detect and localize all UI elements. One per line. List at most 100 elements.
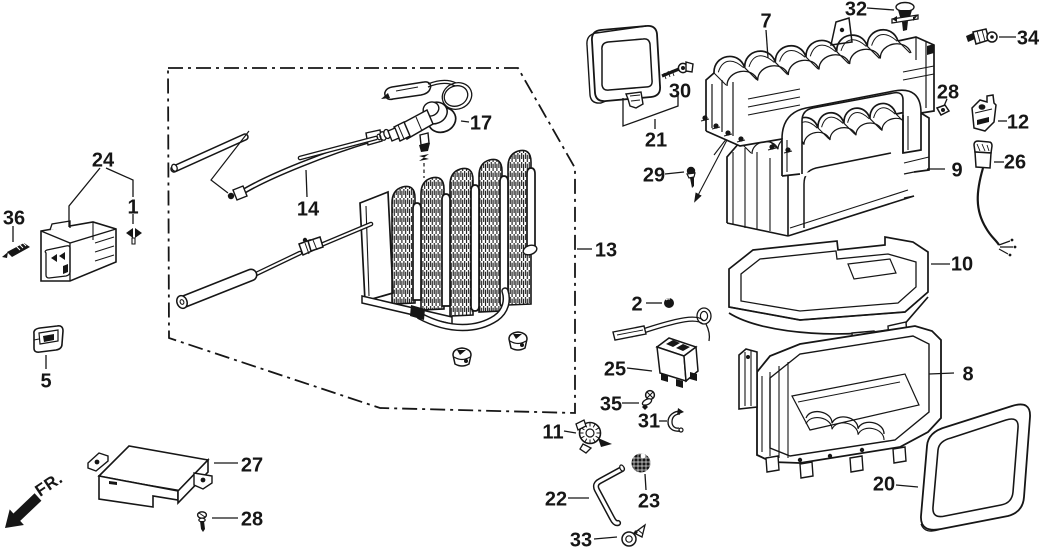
nut-28-shape — [941, 108, 945, 112]
screw-36-shape — [7, 243, 30, 257]
part-label-25: 25 — [604, 359, 626, 381]
case-8-shape — [849, 455, 864, 473]
grommet-2-shape — [664, 298, 674, 308]
case-9-shape — [817, 127, 830, 140]
drain-valve-11-shape — [595, 427, 600, 431]
case-7-shape — [801, 91, 904, 153]
clip-nut-shape — [464, 359, 468, 363]
expansion-valve-17-shape — [395, 86, 419, 92]
screw-36-shape — [2, 252, 8, 258]
case-9-shape — [787, 195, 915, 237]
clip-nut-shape — [513, 334, 522, 339]
bracket-12 — [971, 94, 997, 132]
seal-21-shape — [601, 38, 653, 91]
ecu-27-shape — [94, 459, 100, 465]
connector-26-shape — [998, 240, 1013, 255]
expansion-valve-17-shape — [419, 143, 430, 152]
seal-20 — [920, 403, 1031, 532]
case-8-shape — [769, 335, 930, 457]
pipe-liquid-line-shape — [307, 236, 324, 252]
pipe-upper-left-shape — [210, 130, 250, 194]
leader-21 — [622, 94, 679, 129]
clip-1-shape — [131, 237, 136, 245]
part-label-35: 35 — [600, 394, 622, 416]
clip-nut-shape — [453, 356, 471, 361]
thermostat-25-shape — [696, 307, 712, 325]
case-7-shape — [805, 56, 819, 70]
screw-35-shape — [641, 398, 653, 406]
bolt-30-shape — [663, 69, 675, 80]
case-7-shape — [713, 72, 727, 86]
case-7-shape — [744, 67, 758, 81]
pipe-liquid-line-shape — [320, 223, 372, 246]
part-label-33: 33 — [570, 530, 592, 552]
case-8-shape — [797, 381, 901, 403]
ecu-27-shape — [200, 477, 206, 483]
drain-valve-11-shape — [575, 419, 587, 431]
expansion-valve-17-shape — [384, 81, 432, 101]
thermostat-25-shape — [666, 340, 690, 351]
clip-nut — [508, 331, 528, 351]
seal-21-shape — [586, 44, 607, 104]
case-8-shape — [765, 455, 780, 473]
bracket-12-shape — [974, 108, 993, 114]
part-label-13: 13 — [595, 240, 617, 262]
expansion-valve-17-shape — [397, 116, 423, 140]
assembly-boundary-13-shape — [167, 67, 576, 414]
expansion-valve-17-shape — [419, 132, 430, 146]
evaporator-core-shape — [507, 149, 532, 306]
tray-10-shape — [728, 235, 929, 321]
case-7-shape — [711, 80, 734, 136]
case-7-shape — [717, 34, 898, 73]
case-8-shape — [892, 446, 907, 464]
case-9-shape — [903, 156, 930, 164]
part-label-7: 7 — [760, 11, 771, 33]
seal-21 — [586, 25, 661, 109]
case-7-shape — [866, 45, 880, 59]
screw-36-shape — [15, 241, 27, 251]
leader-24 — [68, 167, 134, 227]
part-label-31: 31 — [638, 411, 660, 433]
pipe-14-shape — [232, 185, 248, 201]
case-8-shape — [746, 355, 750, 359]
clamp-33-shape — [621, 531, 637, 547]
fr-direction-label: FR. — [32, 468, 67, 500]
clip-31-shape — [678, 427, 684, 433]
case-7-shape — [781, 89, 922, 140]
case-7 — [700, 17, 935, 177]
case-8-shape — [797, 457, 803, 463]
pipe-upper-left-shape — [171, 163, 178, 172]
case-7-shape — [700, 118, 710, 122]
case-7-shape — [726, 43, 912, 87]
case-7-shape — [927, 44, 934, 55]
screw-29 — [686, 166, 696, 188]
clip-31-shape — [671, 413, 681, 429]
seal-21-shape — [586, 25, 647, 46]
evaporator-core-shape — [499, 175, 509, 308]
case-9-shape — [789, 189, 909, 229]
evaporator-core-shape — [417, 288, 509, 330]
expansion-valve-17-shape — [441, 82, 473, 110]
assembly-boundary-13 — [167, 67, 576, 414]
pipe-liquid-line-shape — [178, 270, 256, 307]
hose-22 — [592, 464, 626, 527]
drain-valve-11-shape — [592, 438, 596, 443]
case-7-shape — [706, 29, 934, 177]
evaporator-core-shape — [449, 167, 474, 317]
part-label-10: 10 — [951, 254, 973, 276]
evaporator-core-shape — [410, 305, 425, 320]
thermostat-25-shape — [676, 379, 683, 388]
part-label-9: 9 — [951, 160, 962, 182]
case-8-shape — [738, 348, 758, 410]
case-7-shape — [902, 65, 935, 81]
clip-31 — [667, 408, 684, 433]
leader-20 — [895, 484, 919, 488]
clip-1 — [126, 228, 142, 245]
case-7-shape — [774, 61, 788, 75]
part-label-29: 29 — [643, 165, 665, 187]
bracket-12-shape — [977, 117, 989, 125]
case-9-shape — [903, 171, 915, 199]
thermostat-25-shape — [661, 373, 668, 382]
connector-26-shape — [1010, 238, 1014, 242]
evaporator-core-shape — [412, 202, 422, 301]
